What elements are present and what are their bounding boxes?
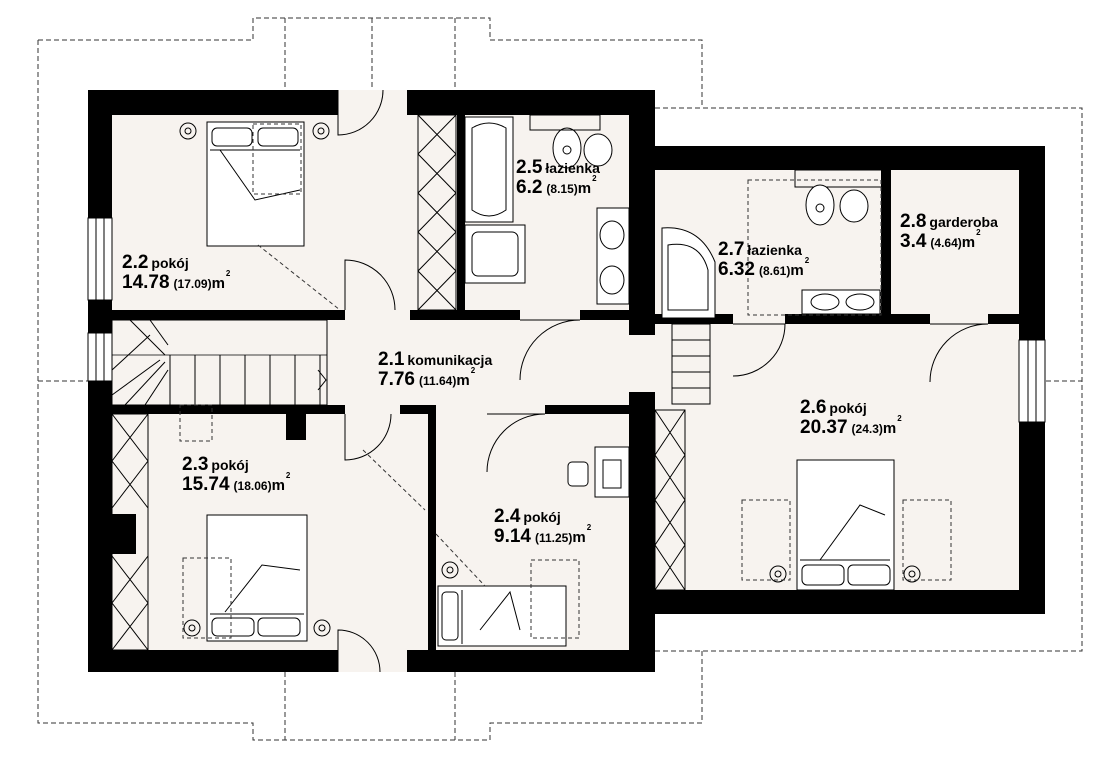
room-name: pokój xyxy=(829,400,867,416)
room-gross-area: (24.3) xyxy=(851,421,883,436)
area-unit: m2 xyxy=(882,413,902,437)
area-unit: m2 xyxy=(211,268,231,292)
area-unit: m2 xyxy=(961,227,981,251)
room-area: 6.32 xyxy=(718,258,755,280)
area-unit: m2 xyxy=(572,522,592,546)
room-gross-area: (8.61) xyxy=(758,263,791,278)
room-number: 2.7 xyxy=(718,239,745,260)
room-name: pokój xyxy=(523,509,561,525)
room-area: 3.4 xyxy=(900,230,927,252)
area-unit: m2 xyxy=(271,470,291,494)
room-area: 6.2 xyxy=(516,176,543,198)
room-area: 14.78 xyxy=(122,271,170,293)
beds xyxy=(206,121,895,647)
desk xyxy=(567,446,630,498)
area-unit: m2 xyxy=(790,255,810,279)
room-number: 2.2 xyxy=(122,252,149,273)
rugs xyxy=(179,123,952,639)
room-number: 2.3 xyxy=(182,454,209,475)
room-number: 2.1 xyxy=(378,349,405,370)
room-name: komunikacja xyxy=(407,352,493,368)
room-number: 2.6 xyxy=(800,397,827,418)
bathroom-outline xyxy=(747,179,882,316)
room-number: 2.5 xyxy=(516,157,543,178)
area-unit: m2 xyxy=(577,173,597,197)
interior-walls xyxy=(112,115,1019,650)
room-gross-area: (11.64) xyxy=(418,373,457,388)
room-area: 9.14 xyxy=(494,525,531,547)
room-area: 20.37 xyxy=(800,416,848,438)
exterior-walls xyxy=(88,90,1045,672)
room-gross-area: (17.09) xyxy=(173,276,212,291)
room-gross-area: (4.64) xyxy=(930,235,962,250)
room-gross-area: (18.06) xyxy=(233,478,272,493)
room-number: 2.4 xyxy=(494,506,521,527)
room-number: 2.8 xyxy=(900,211,927,232)
bathroom-fixtures xyxy=(464,114,888,319)
room-gross-area: (11.25) xyxy=(534,530,573,545)
room-name: pokój xyxy=(151,255,189,271)
room-gross-area: (8.15) xyxy=(546,181,578,196)
nightstands xyxy=(179,122,921,637)
room-name: garderoba xyxy=(929,214,998,230)
room-area: 15.74 xyxy=(182,473,230,495)
room-area: 7.76 xyxy=(378,368,415,390)
room-name: łazienka xyxy=(747,242,802,258)
room-name: pokój xyxy=(211,457,249,473)
windows xyxy=(87,90,1046,672)
staircase xyxy=(111,319,711,406)
room-name: łazienka xyxy=(545,160,600,176)
wardrobes xyxy=(111,114,686,651)
area-unit: m2 xyxy=(456,365,476,389)
doors xyxy=(337,89,989,673)
